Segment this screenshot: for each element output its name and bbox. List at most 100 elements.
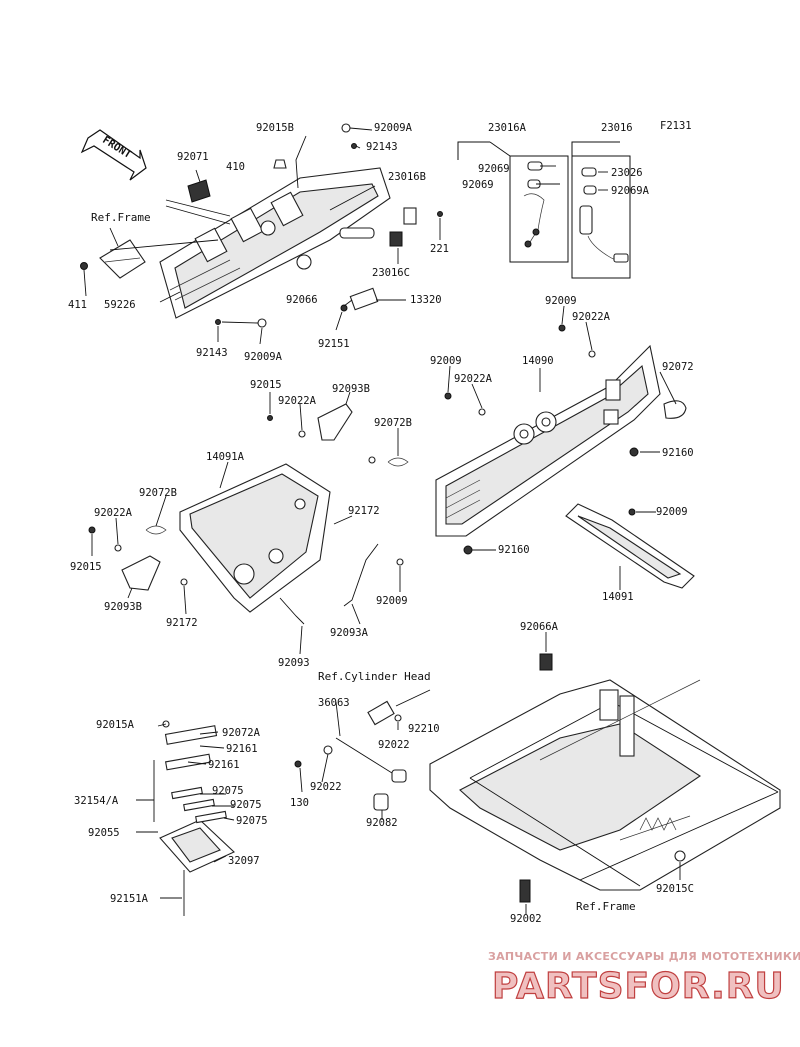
washer-92143-top-icon (351, 143, 357, 149)
label-92015-mid: 92015 (250, 379, 282, 391)
label-130: 130 (290, 797, 309, 809)
label-92009-r1: 92009 (545, 295, 577, 307)
block-92066A-icon (539, 653, 553, 671)
label-92015B-top: 92015B (256, 122, 294, 134)
cable-36063-part (294, 700, 407, 811)
label-92015-left: 92015 (70, 561, 102, 573)
washer-92022A-mid-icon (298, 430, 306, 438)
label-ref-cyl-head: Ref.Cylinder Head (318, 670, 431, 683)
watermark-tagline: ЗАПЧАСТИ И АКСЕССУАРЫ ДЛЯ МОТОТЕХНИКИ (488, 950, 800, 963)
label-221: 221 (430, 243, 449, 255)
bracket-ref-frame-part (80, 239, 146, 279)
bolt-92009-mid-icon (396, 558, 404, 566)
washer-92143-bottom-icon (215, 319, 221, 325)
label-92069A: 92069A (611, 185, 650, 197)
panel-14090-part (435, 344, 661, 537)
nut-92160-b-icon (463, 545, 473, 555)
label-92069-b: 92069 (462, 179, 494, 191)
washer-92022A-left-icon (114, 544, 122, 552)
label-92009-r3: 92009 (656, 506, 688, 518)
socket-23016-box (571, 141, 631, 279)
label-ref-frame-1: Ref.Frame (91, 211, 151, 224)
label-92002: 92002 (510, 913, 542, 925)
switch-13320-part (340, 287, 379, 312)
label-92009A-top: 92009A (374, 122, 413, 134)
label-92072A: 92072A (222, 727, 261, 739)
label-92143-top: 92143 (366, 141, 398, 153)
label-23016: 23016 (601, 122, 633, 134)
rod-92093A-part (343, 543, 379, 607)
clip-92072B-mid-icon (387, 457, 409, 467)
nut-92160-a-icon (629, 447, 639, 457)
label-36063: 36063 (318, 697, 350, 709)
clamp-92072-part (663, 400, 687, 419)
label-92071: 92071 (177, 151, 209, 163)
label-92160-a: 92160 (662, 447, 694, 459)
label-92022-b: 92022 (310, 781, 342, 793)
cover-14091-part (565, 503, 695, 589)
label-92022A-r2: 92022A (454, 373, 493, 385)
label-23016B: 23016B (388, 171, 426, 183)
label-92072B-left: 92072B (139, 487, 177, 499)
label-92082: 92082 (366, 817, 398, 829)
dashboard-panel-part (159, 167, 391, 319)
label-92075-a: 92075 (212, 785, 244, 797)
label-23026: 23026 (611, 167, 643, 179)
label-92210: 92210 (408, 723, 440, 735)
label-92009-mid: 92009 (376, 595, 408, 607)
label-411: 411 (68, 299, 87, 311)
label-92172-mid: 92172 (348, 505, 380, 517)
label-92015C: 92015C (656, 883, 694, 895)
bolt-92009-r1-icon (558, 324, 566, 332)
label-92066: 92066 (286, 294, 318, 306)
label-92093B-mid: 92093B (332, 383, 370, 395)
label-92161-b: 92161 (208, 759, 240, 771)
label-92022A-mid: 92022A (278, 395, 317, 407)
bolt-92009A-bottom-icon (257, 318, 267, 328)
label-32154A: 32154/A (74, 795, 119, 807)
socket-23016C-part (339, 207, 417, 247)
label-92143-bottom: 92143 (196, 347, 228, 359)
label-92069-a: 92069 (478, 163, 510, 175)
label-32097: 32097 (228, 855, 260, 867)
nut-92015-mid-icon (267, 415, 273, 421)
label-92093A: 92093A (330, 627, 369, 639)
label-92009-r2: 92009 (430, 355, 462, 367)
bolt-92009A-top-icon (341, 123, 351, 133)
watermark-logo: PARTSFOR.RU (492, 966, 785, 1007)
label-23016A: 23016A (488, 122, 527, 134)
label-92075-c: 92075 (236, 815, 268, 827)
nut-92015C-icon (674, 850, 686, 862)
clip-92072B-left-icon (145, 525, 167, 535)
bolt-92009-r2-icon (444, 392, 452, 400)
label-410: 410 (226, 161, 245, 173)
bolt-92009-r3-icon (628, 508, 636, 516)
label-14090: 14090 (522, 355, 554, 367)
label-92022A-r1: 92022A (572, 311, 611, 323)
socket-23016A-box (457, 141, 569, 263)
label-92015A: 92015A (96, 719, 135, 731)
label-92160-b: 92160 (498, 544, 530, 556)
label-13320: 13320 (410, 294, 442, 306)
switch-92071-part (187, 179, 211, 203)
front-arrow-icon: FRONT (80, 129, 147, 181)
label-92093: 92093 (278, 657, 310, 669)
label-92072: 92072 (662, 361, 694, 373)
label-92009A-bottom: 92009A (244, 351, 283, 363)
label-92151: 92151 (318, 338, 350, 350)
label-92075-b: 92075 (230, 799, 262, 811)
screw-221-icon (437, 211, 443, 217)
nut-92015-left-icon (88, 526, 96, 534)
label-92093B-left: 92093B (104, 601, 142, 613)
bolt-92002-icon (519, 879, 531, 903)
rod-92093-part (279, 597, 305, 625)
label-92055: 92055 (88, 827, 120, 839)
bolt-92172-left-icon (180, 578, 188, 586)
label-92022-a: 92022 (378, 739, 410, 751)
label-92022A-left: 92022A (94, 507, 133, 519)
washer-92022A-r2-icon (478, 408, 486, 416)
tray-14091A-part (179, 463, 331, 613)
label-92151A: 92151A (110, 893, 149, 905)
frame-part (429, 679, 781, 891)
